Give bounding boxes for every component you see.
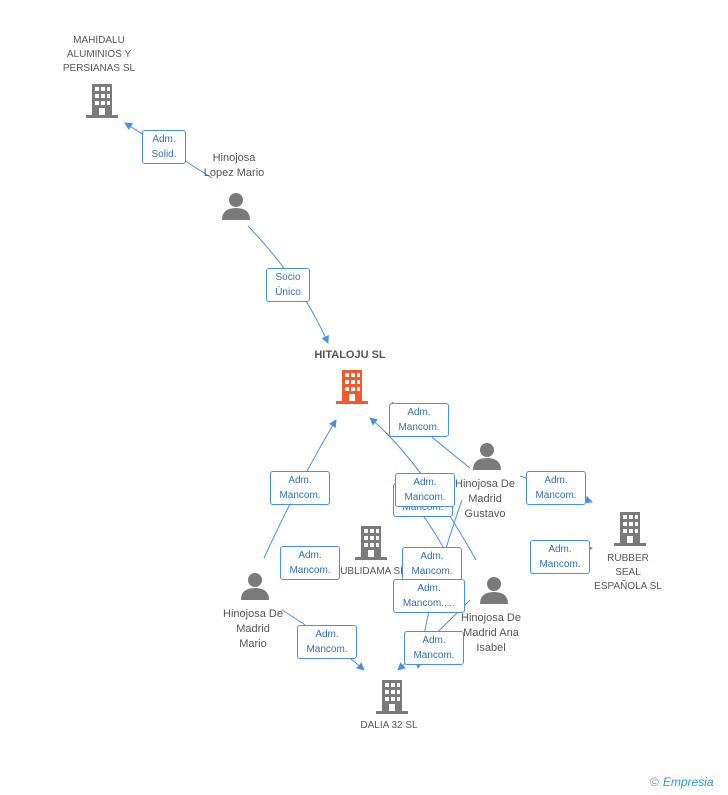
- node-label-publidama[interactable]: UBLIDAMA SL: [340, 566, 406, 577]
- edge-label-adm-mancom[interactable]: Adm. Mancom.: [389, 403, 449, 437]
- brand-watermark: ©Empresia: [650, 775, 714, 789]
- node-label-ana-isabel[interactable]: Hinojosa De Madrid Ana Isabel: [461, 612, 521, 654]
- person-icon[interactable]: [473, 442, 501, 470]
- building-icon[interactable]: [376, 680, 408, 714]
- building-icon[interactable]: [86, 84, 118, 118]
- edge-label-adm-mancom-multi[interactable]: Adm. Mancom.,...: [393, 579, 465, 613]
- node-label-gustavo[interactable]: Hinojosa De Madrid Gustavo: [455, 478, 515, 520]
- copyright-symbol: ©: [650, 775, 659, 789]
- node-label-dalia[interactable]: DALIA 32 SL: [360, 720, 418, 731]
- building-icon[interactable]: [355, 526, 387, 560]
- edge-label-adm-mancom[interactable]: Adm. Mancom.: [280, 546, 340, 580]
- person-icon[interactable]: [222, 192, 250, 220]
- main-building-icon[interactable]: [336, 370, 368, 404]
- edge-label-adm-mancom[interactable]: Adm. Mancom.: [395, 473, 455, 507]
- node-label-mahidalu[interactable]: MAHIDALU ALUMINIOS Y PERSIANAS SL: [62, 35, 136, 74]
- node-label-rubber[interactable]: RUBBER SEAL ESPAÑOLA SL: [594, 553, 662, 592]
- edge-label-adm-mancom[interactable]: Adm. Mancom.: [270, 471, 330, 505]
- edge-label-adm-mancom[interactable]: Adm. Mancom.: [526, 471, 586, 505]
- building-icon[interactable]: [614, 512, 646, 546]
- brand-name: Empresia: [662, 775, 714, 789]
- person-icon[interactable]: [480, 576, 508, 604]
- edge-label-adm-mancom[interactable]: Adm. Mancom.: [404, 631, 464, 665]
- edge-label-adm-mancom[interactable]: Adm. Mancom.: [297, 625, 357, 659]
- node-label-lopez-mario[interactable]: Hinojosa Lopez Mario: [203, 152, 265, 179]
- edge-label-adm-solid[interactable]: Adm. Solid.: [142, 130, 186, 164]
- edge-label-adm-mancom[interactable]: Adm. Mancom.: [402, 547, 462, 581]
- person-icon[interactable]: [241, 572, 269, 600]
- edge-label-adm-mancom[interactable]: Adm. Mancom.: [530, 540, 590, 574]
- node-label-hitaloju[interactable]: HITALOJU SL: [314, 349, 386, 361]
- edge-label-socio-unico[interactable]: Socio Único: [266, 268, 310, 302]
- node-label-madrid-mario[interactable]: Hinojosa De Madrid Mario: [223, 608, 283, 650]
